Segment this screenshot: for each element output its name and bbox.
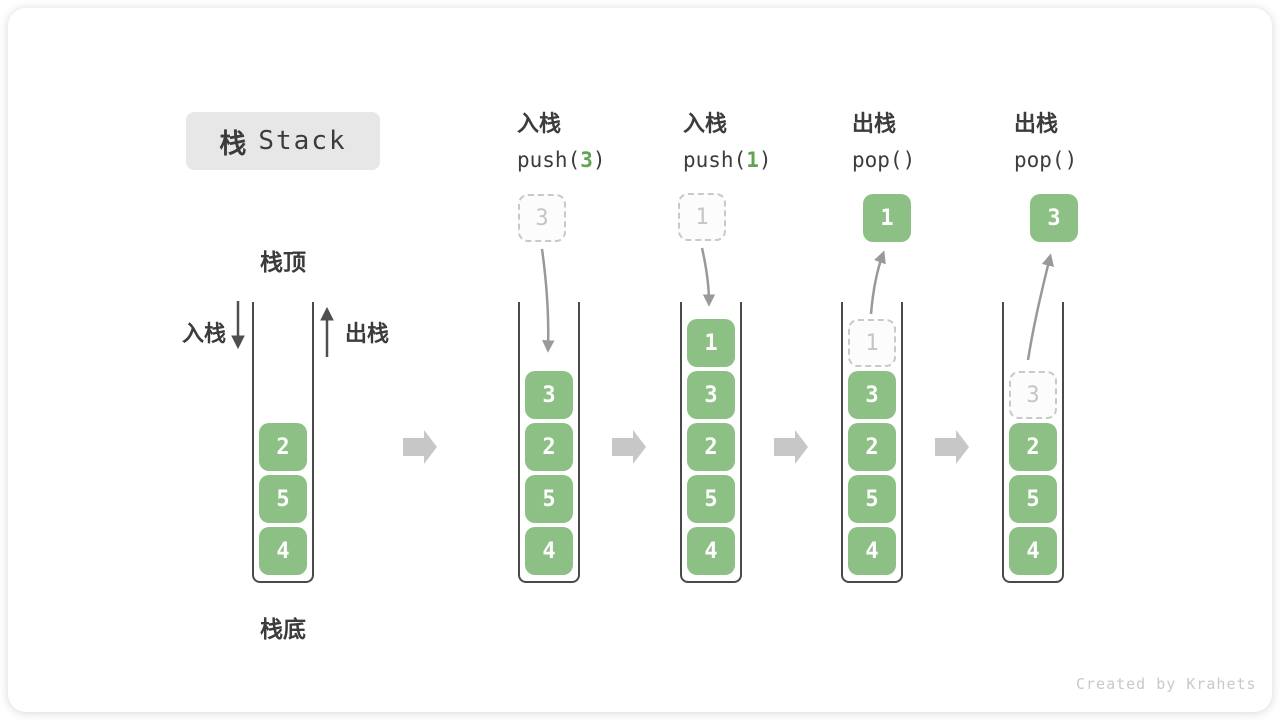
code-pre: pop() bbox=[1014, 148, 1078, 172]
stack-cell: 3 bbox=[687, 371, 735, 419]
operation-name: 出栈 bbox=[852, 111, 897, 136]
stack-cell: 4 bbox=[848, 527, 896, 575]
stack-bottom-label: 栈底 bbox=[260, 616, 306, 642]
stack-cell: 2 bbox=[259, 423, 307, 471]
stack-cell: 3 bbox=[525, 371, 573, 419]
operation-code: pop() bbox=[852, 148, 915, 172]
stack-container-after-push-3: 3 2 5 4 bbox=[518, 302, 580, 583]
code-pre: push( bbox=[517, 148, 581, 172]
stack-cell: 4 bbox=[259, 527, 307, 575]
push-side-label: 入栈 bbox=[182, 321, 227, 346]
stack-cell: 1 bbox=[687, 319, 735, 367]
operation-name: 入栈 bbox=[683, 111, 728, 136]
pushing-value-box: 3 bbox=[518, 194, 566, 242]
stack-top-label: 栈顶 bbox=[260, 249, 306, 275]
stack-cell: 5 bbox=[687, 475, 735, 523]
pop-side-label: 出栈 bbox=[345, 321, 390, 346]
stack-container-after-pop-2: 3 2 5 4 bbox=[1002, 302, 1064, 583]
stack-cell-ghost: 3 bbox=[1009, 371, 1057, 419]
operation-label-push-1: 入栈 push(1) bbox=[683, 106, 772, 172]
title-badge: 栈 Stack bbox=[186, 112, 380, 170]
operation-code: push(3) bbox=[517, 148, 606, 172]
operation-label-pop-1: 出栈 pop() bbox=[852, 106, 915, 172]
stack-container-after-push-1: 1 3 2 5 4 bbox=[680, 302, 742, 583]
stack-cell-ghost: 1 bbox=[848, 319, 896, 367]
code-post: ) bbox=[592, 148, 606, 172]
stack-cell: 3 bbox=[848, 371, 896, 419]
operation-name: 出栈 bbox=[1014, 111, 1059, 136]
operation-code: push(1) bbox=[683, 148, 772, 172]
stack-cell: 5 bbox=[848, 475, 896, 523]
popped-value-box: 3 bbox=[1030, 194, 1078, 242]
stack-container-after-pop-1: 1 3 2 5 4 bbox=[841, 302, 903, 583]
operation-name: 入栈 bbox=[517, 111, 562, 136]
stack-cell: 5 bbox=[259, 475, 307, 523]
stack-cell: 4 bbox=[687, 527, 735, 575]
pushing-value-box: 1 bbox=[678, 193, 726, 241]
stack-cell: 2 bbox=[687, 423, 735, 471]
stack-cell: 4 bbox=[1009, 527, 1057, 575]
stack-cell: 2 bbox=[525, 423, 573, 471]
watermark: Created by Krahets bbox=[1076, 675, 1257, 693]
code-pre: pop() bbox=[852, 148, 916, 172]
stack-container-initial: 2 5 4 bbox=[252, 302, 314, 583]
code-arg: 1 bbox=[746, 148, 759, 172]
operation-label-push-3: 入栈 push(3) bbox=[517, 106, 606, 172]
code-arg: 3 bbox=[580, 148, 593, 172]
code-pre: push( bbox=[683, 148, 747, 172]
title-zh: 栈 bbox=[219, 128, 247, 159]
code-post: ) bbox=[758, 148, 772, 172]
operation-code: pop() bbox=[1014, 148, 1077, 172]
stack-cell: 2 bbox=[1009, 423, 1057, 471]
stack-cell: 2 bbox=[848, 423, 896, 471]
title-en: Stack bbox=[258, 126, 347, 156]
stack-cell: 5 bbox=[1009, 475, 1057, 523]
stack-cell: 4 bbox=[525, 527, 573, 575]
operation-label-pop-2: 出栈 pop() bbox=[1014, 106, 1077, 172]
popped-value-box: 1 bbox=[863, 194, 911, 242]
stack-cell: 5 bbox=[525, 475, 573, 523]
